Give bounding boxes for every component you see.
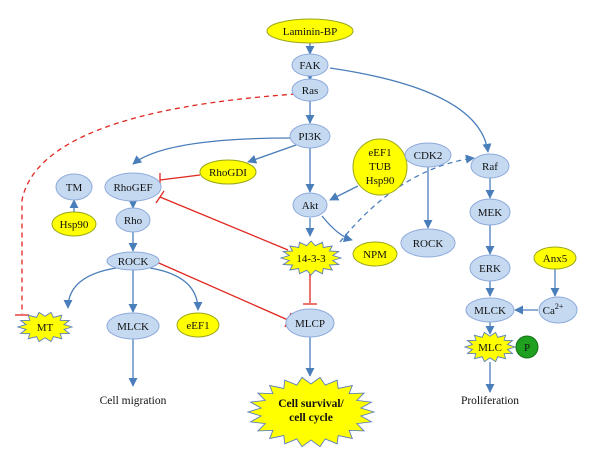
- label-ras: Ras: [302, 85, 319, 97]
- label-p: P: [524, 342, 530, 354]
- edge-rock-eef1: [149, 267, 203, 311]
- inhibit-1433-rhogef-bar: [155, 190, 165, 204]
- node-akt: Akt: [292, 192, 328, 218]
- node-anx5: Anx5: [533, 246, 577, 270]
- node-ras: Ras: [291, 78, 329, 102]
- node-mek: MEK: [469, 198, 511, 226]
- label-rho: Rho: [124, 215, 143, 227]
- label-mlcp: MLCP: [295, 318, 325, 330]
- edge-rock-mt: [63, 267, 117, 309]
- inhibit-rhogdi-rhogef: [159, 174, 201, 181]
- node-cdk2: CDK2: [404, 142, 452, 168]
- node-mt: MT: [16, 311, 74, 343]
- node-cell-survival: Cell survival/ cell cycle: [246, 376, 376, 448]
- mt-burst-shape: [16, 311, 74, 343]
- node-mlcp: MLCP: [285, 308, 335, 338]
- 1433-burst-shape: [279, 240, 343, 276]
- label-tm: TM: [66, 182, 83, 194]
- node-rhogef: RhoGEF: [104, 172, 162, 202]
- edge-1433-raf-dashed: [339, 154, 475, 243]
- node-rock-left: ROCK: [106, 251, 160, 271]
- inhibit-ras-mt-dashed: [21, 93, 297, 314]
- label-anx5: Anx5: [543, 253, 568, 265]
- node-eef1-left: eEF1: [176, 312, 220, 338]
- node-rock-mid: ROCK: [400, 228, 456, 258]
- node-laminin-bp: Laminin-BP: [266, 18, 354, 44]
- node-pi3k: PI3K: [289, 123, 331, 149]
- edge-akt-rock: [321, 215, 353, 243]
- label-hsp90-left: Hsp90: [60, 219, 89, 231]
- node-eef1-tub-hsp90: eEF1 TUB Hsp90: [352, 138, 408, 196]
- inhibit-rock-mlcp: [151, 259, 289, 321]
- label-rhogef: RhoGEF: [113, 182, 152, 194]
- activation-edges: [63, 43, 560, 393]
- label-fak: FAK: [299, 60, 320, 72]
- edge-fak-raf: [329, 67, 492, 153]
- node-erk: ERK: [469, 254, 511, 282]
- node-mlc: MLC: [463, 331, 517, 363]
- output-cell-migration: Cell migration: [100, 395, 167, 407]
- node-p: P: [515, 335, 539, 359]
- label-laminin: Laminin-BP: [283, 26, 337, 38]
- node-mlck-right: MLCK: [465, 297, 515, 323]
- node-14-3-3: 14-3-3: [279, 240, 343, 276]
- edge-pi3k-rhogdi: [247, 144, 297, 164]
- node-hsp90-left: Hsp90: [51, 211, 97, 237]
- survival-burst-shape: [246, 376, 376, 448]
- node-mlck-left: MLCK: [106, 312, 160, 340]
- label-tub-complex: TUB: [369, 161, 391, 173]
- node-ca: Ca2+: [538, 296, 578, 324]
- label-mlck-left: MLCK: [117, 321, 149, 333]
- inhibition-edges: [15, 93, 317, 328]
- node-fak: FAK: [291, 53, 329, 77]
- label-hsp90-complex: Hsp90: [366, 175, 395, 187]
- mlc-burst-shape: [463, 331, 517, 363]
- node-rhogdi: RhoGDI: [199, 159, 257, 185]
- ca-base: Ca: [543, 305, 555, 317]
- ca-superscript: 2+: [555, 302, 564, 311]
- label-mlc: MLC: [478, 342, 502, 354]
- label-cdk2: CDK2: [414, 150, 443, 162]
- output-proliferation: Proliferation: [461, 395, 519, 407]
- node-tm: TM: [55, 173, 93, 201]
- node-npm: NPM: [352, 241, 398, 267]
- label-mek: MEK: [478, 207, 503, 219]
- label-rock-mid: ROCK: [413, 238, 444, 250]
- node-rho: Rho: [115, 207, 151, 233]
- label-mt: MT: [37, 322, 54, 334]
- label-ca: Ca2+: [543, 302, 564, 317]
- inhibit-1433-rhogef: [159, 196, 289, 251]
- label-mlck-right: MLCK: [474, 305, 506, 317]
- label-rock-left: ROCK: [118, 256, 149, 268]
- label-1433: 14-3-3: [296, 253, 326, 265]
- output-cell-survival-line2: cell cycle: [289, 412, 333, 424]
- label-erk: ERK: [479, 263, 501, 275]
- label-eef1-left: eEF1: [186, 320, 209, 332]
- label-raf: Raf: [482, 161, 498, 173]
- label-rhogdi: RhoGDI: [209, 167, 247, 179]
- label-akt: Akt: [302, 200, 319, 212]
- node-raf: Raf: [470, 153, 510, 179]
- edge-pi3k-rhogef: [132, 137, 293, 165]
- label-eef1-complex: eEF1: [368, 147, 391, 159]
- label-pi3k: PI3K: [298, 131, 321, 143]
- edge-eeftub-akt: [329, 185, 359, 201]
- label-npm: NPM: [363, 249, 387, 261]
- output-cell-survival-line1: Cell survival/: [278, 398, 344, 410]
